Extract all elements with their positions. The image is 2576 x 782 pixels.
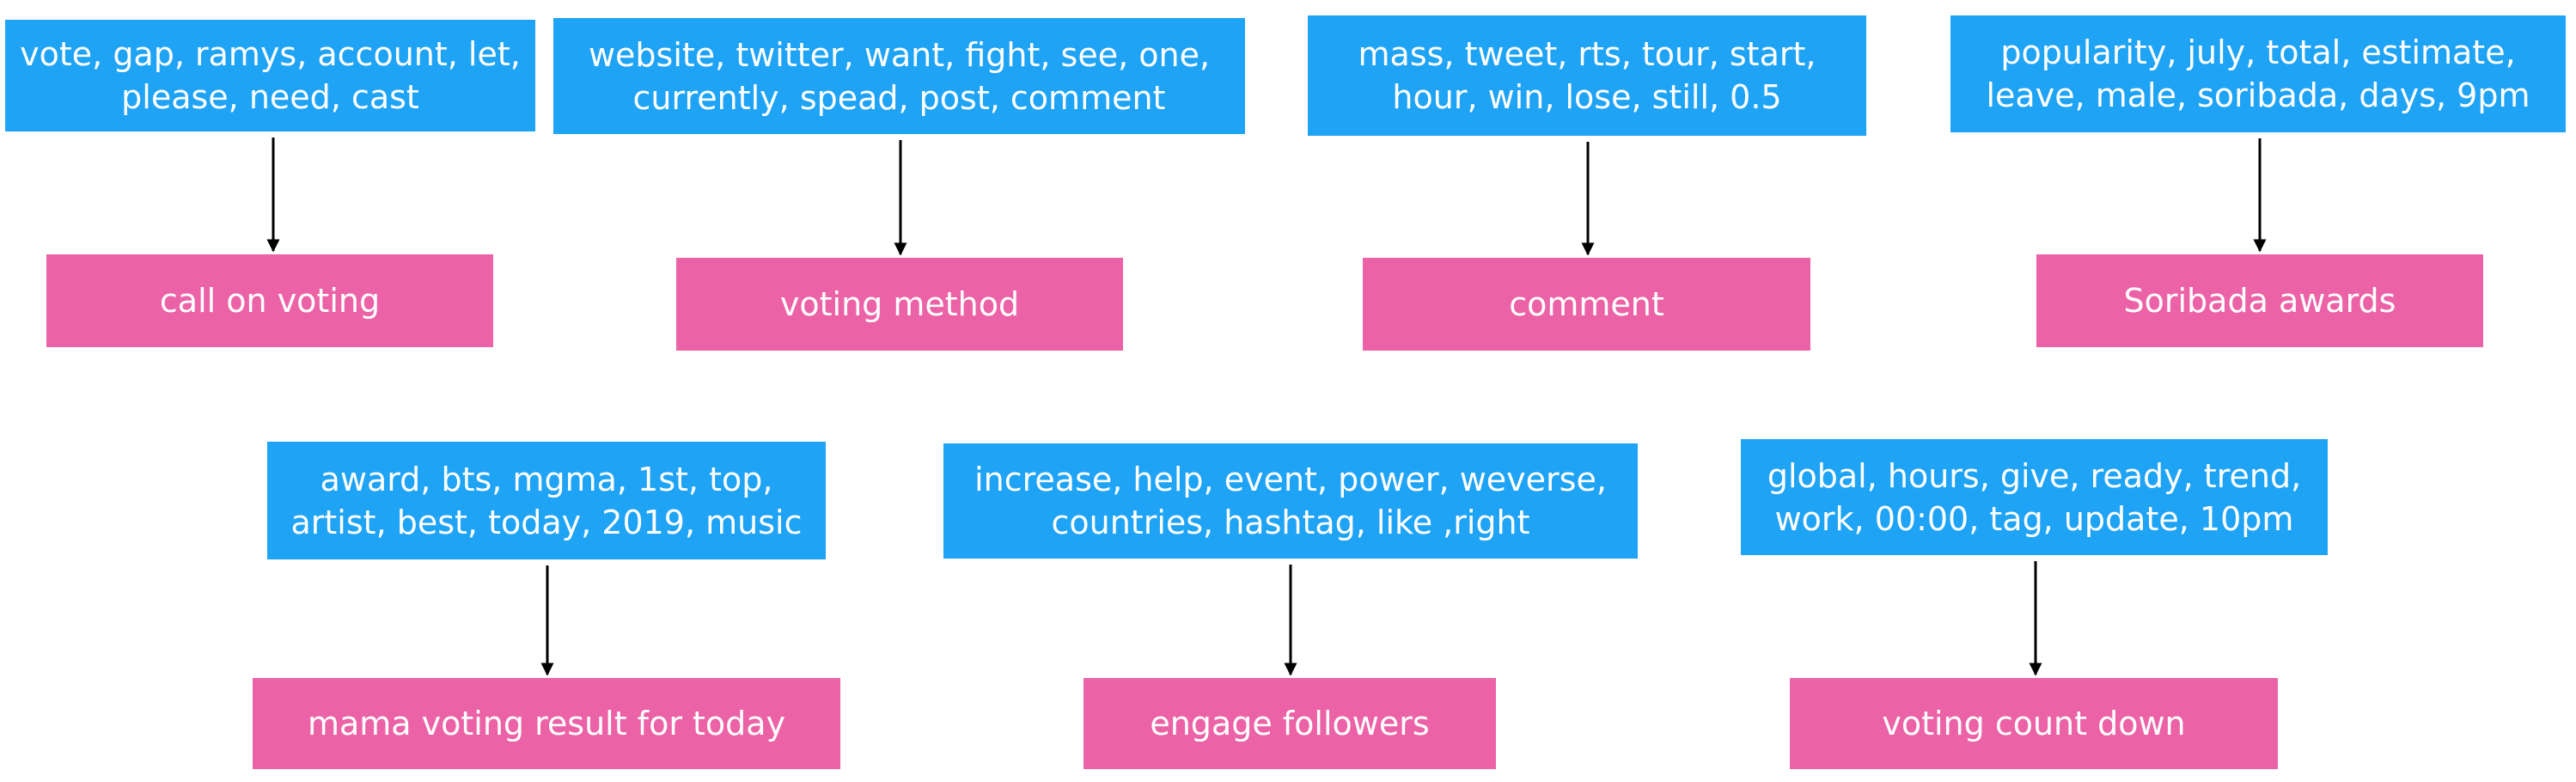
- keyword-line: countries, hashtag, like ,right: [1051, 504, 1530, 541]
- topic-box-voting-method: voting method: [676, 258, 1123, 351]
- topic-box-comment: comment: [1363, 258, 1810, 351]
- topic-label: mama voting result for today: [307, 705, 786, 742]
- keyword-line: leave, male, soribada, days, 9pm: [1986, 76, 2530, 114]
- topic-box-mama-voting-result: mama voting result for today: [253, 678, 840, 769]
- keyword-line: artist, best, today, 2019, music: [290, 503, 803, 541]
- keyword-line: work, 00:00, tag, update, 10pm: [1774, 499, 2294, 538]
- keyword-line: website, twitter, want, fight, see, one,: [588, 35, 1211, 74]
- topic-label: engage followers: [1150, 705, 1430, 742]
- topic-box-engage-followers: engage followers: [1084, 678, 1496, 769]
- keyword-box-engage-followers: increase, help, event, power, weverse, c…: [943, 443, 1638, 559]
- topic-box-call-on-voting: call on voting: [46, 254, 493, 347]
- keyword-box-call-on-voting: vote, gap, ramys, account, let, please, …: [5, 20, 535, 131]
- keyword-line: mass, tweet, rts, tour, start,: [1358, 35, 1816, 73]
- keyword-box-voting-count-down: global, hours, give, ready, trend, work,…: [1741, 439, 2328, 555]
- topic-label: voting count down: [1882, 705, 2186, 742]
- topic-label: voting method: [779, 285, 1020, 323]
- keyword-line: vote, gap, ramys, account, let,: [20, 35, 521, 73]
- keyword-box-mama-voting-result: award, bts, mgma, 1st, top, artist, best…: [267, 442, 826, 559]
- topic-label: Soribada awards: [2123, 282, 2396, 320]
- keyword-line: hour, win, lose, still, 0.5: [1392, 78, 1782, 116]
- topic-box-voting-count-down: voting count down: [1790, 678, 2278, 769]
- topic-label: call on voting: [159, 282, 381, 320]
- keyword-line: global, hours, give, ready, trend,: [1767, 456, 2302, 495]
- keyword-line: award, bts, mgma, 1st, top,: [320, 460, 773, 498]
- keyword-box-comment: mass, tweet, rts, tour, start, hour, win…: [1308, 15, 1866, 136]
- keyword-line: currently, spead, post, comment: [632, 78, 1166, 117]
- topic-box-soribada-awards: Soribada awards: [2036, 254, 2483, 347]
- keyword-line: please, need, cast: [121, 78, 419, 116]
- keyword-box-soribada-awards: popularity, july, total, estimate, leave…: [1950, 15, 2566, 132]
- keyword-box-voting-method: website, twitter, want, fight, see, one,…: [553, 18, 1245, 134]
- keyword-line: popularity, july, total, estimate,: [2000, 34, 2516, 71]
- topic-label: comment: [1509, 285, 1664, 323]
- keyword-line: increase, help, event, power, weverse,: [974, 461, 1607, 498]
